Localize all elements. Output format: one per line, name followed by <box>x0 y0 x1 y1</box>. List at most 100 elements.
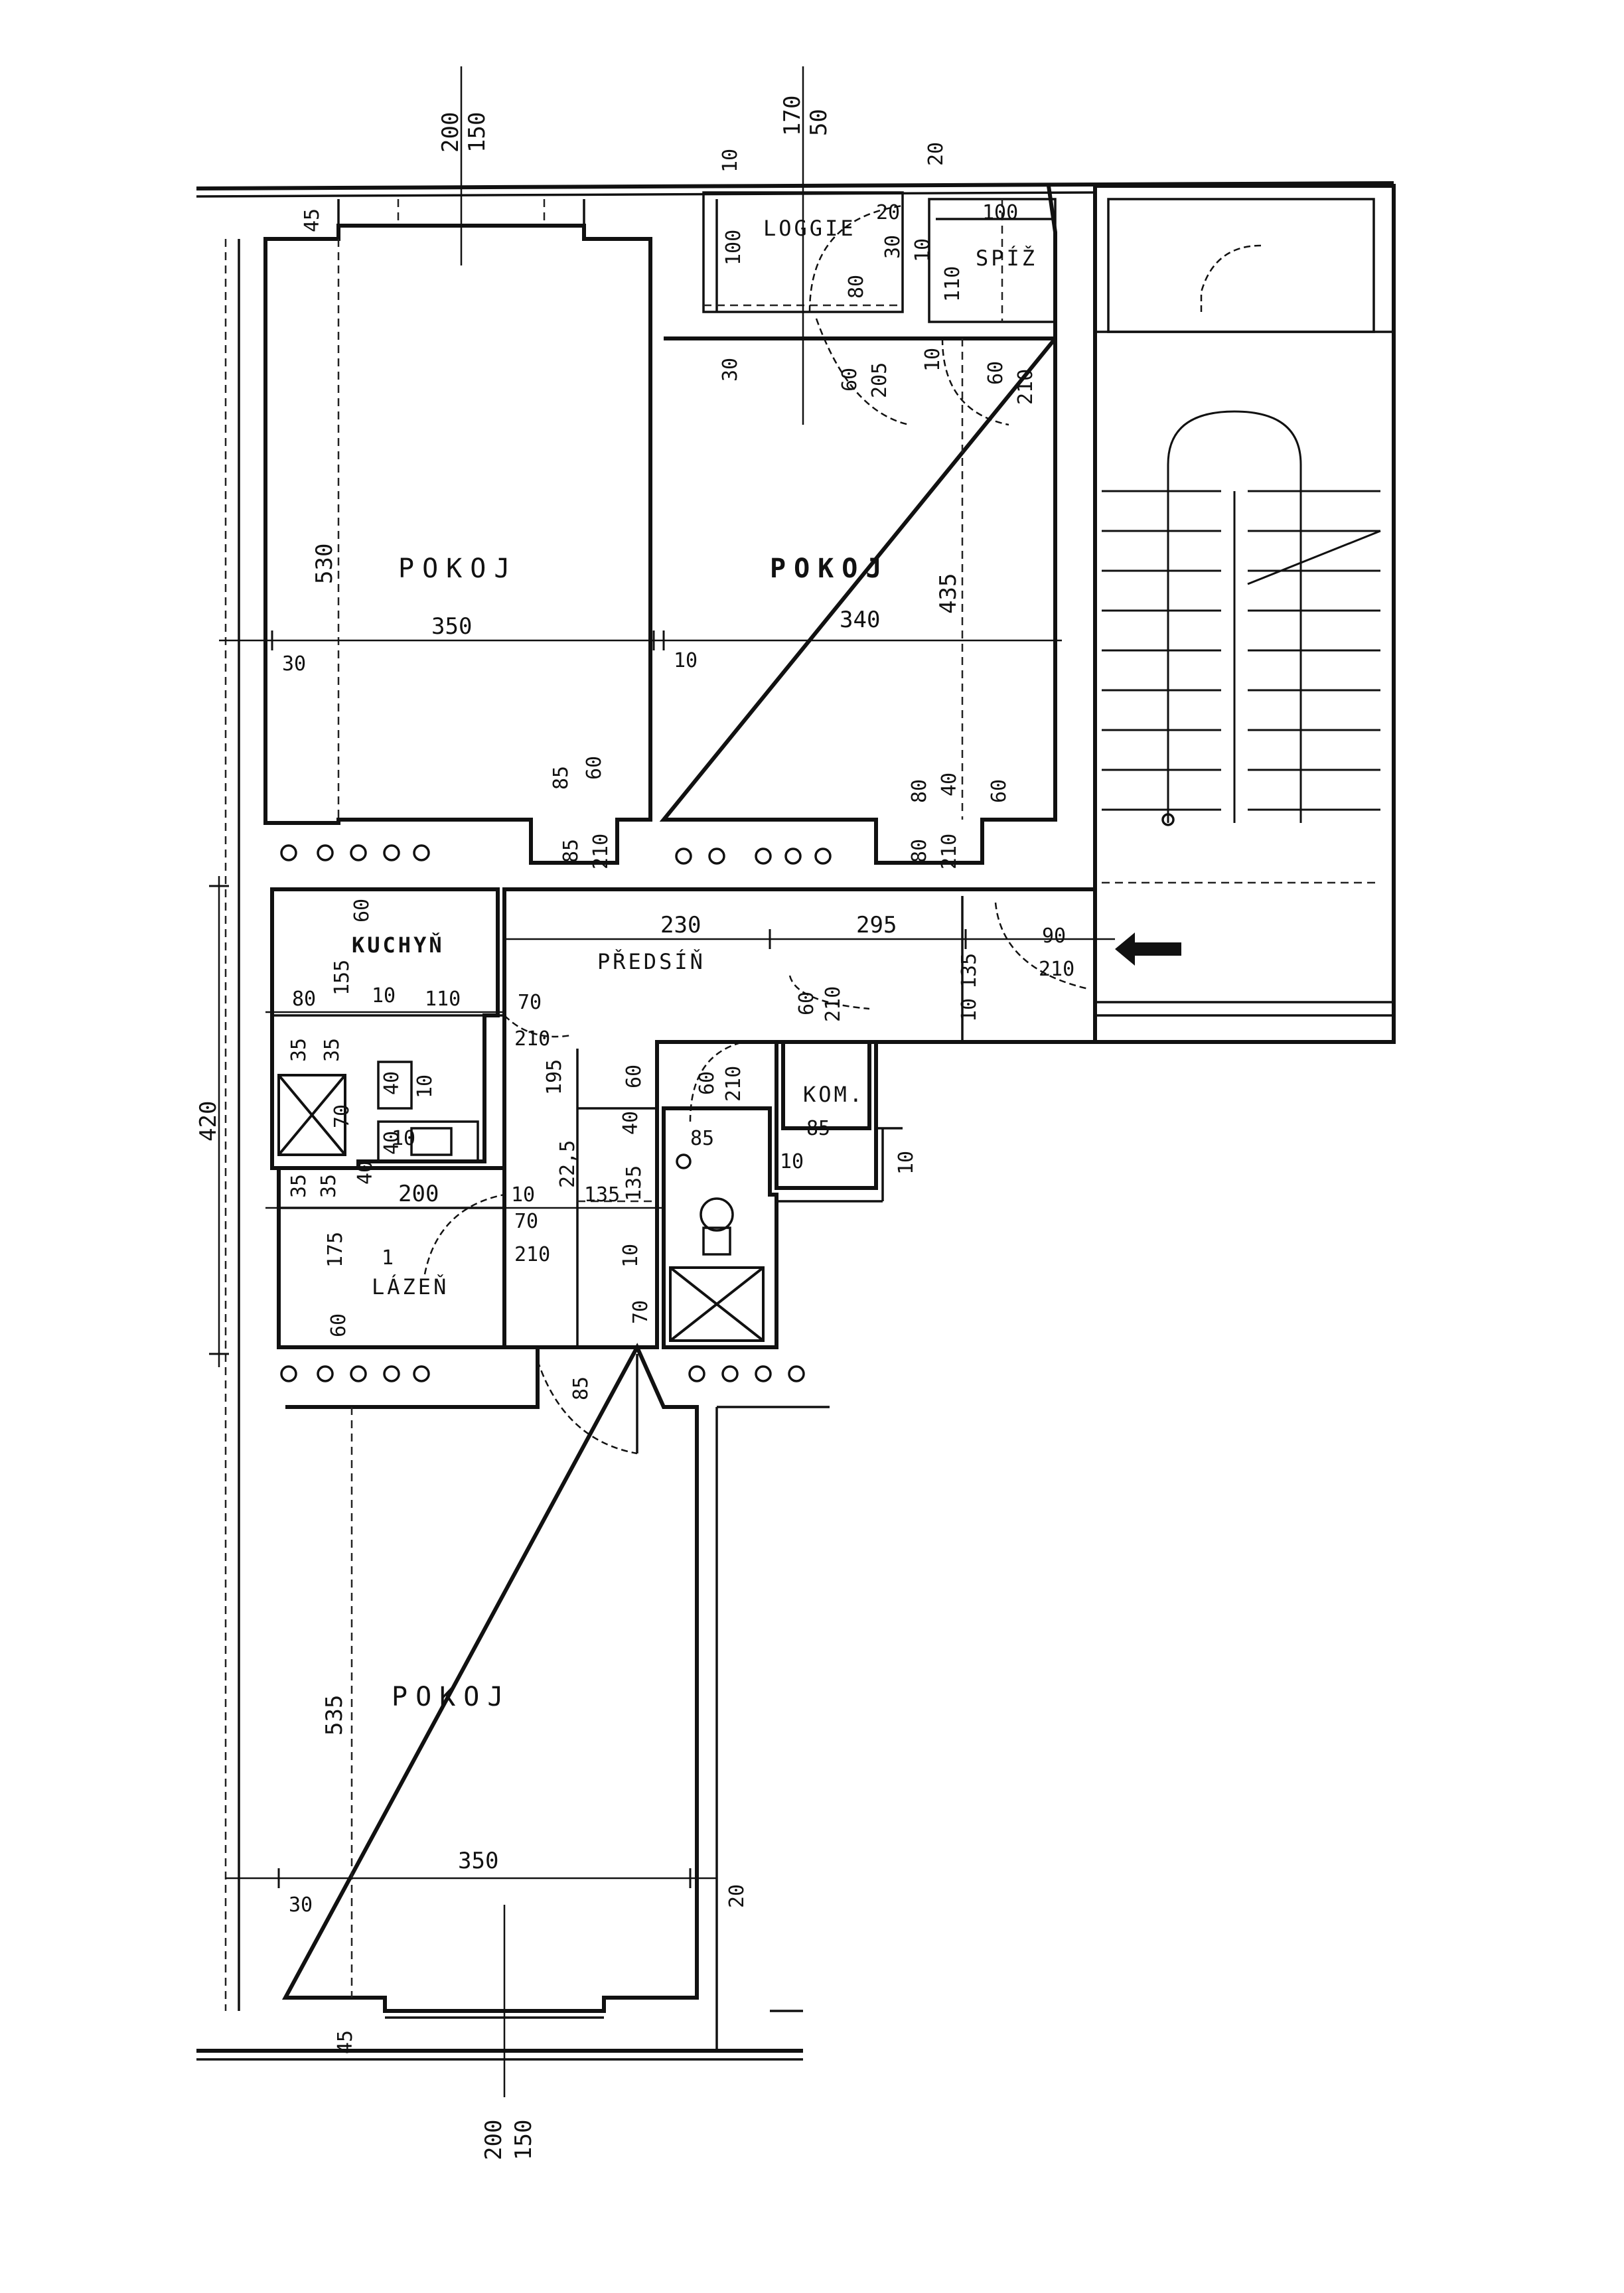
dim-entry-90: 90 <box>1042 925 1066 948</box>
dim-top-loggie-b: 50 <box>806 109 832 136</box>
dim-wc-door-210: 210 <box>722 1066 745 1102</box>
dim-door-10: 10 <box>921 348 944 372</box>
dim-door-205: 205 <box>868 362 891 398</box>
dim-bath-10: 10 <box>511 1183 535 1207</box>
dim-kitchen-155: 155 <box>331 960 354 996</box>
dim-spiz-door-60: 60 <box>984 361 1007 385</box>
dim-left-420: 420 <box>195 1101 222 1142</box>
label-spiz: SPÍŽ <box>976 246 1037 271</box>
dim-room3-wall: 30 <box>289 1893 313 1917</box>
dim-loggie-100: 100 <box>722 230 745 265</box>
corridor-middle <box>576 1049 657 1347</box>
dim-kitchen-210: 210 <box>514 1027 550 1051</box>
label-pokoj-bottom: POKOJ <box>392 1682 511 1712</box>
dim-hall-60: 60 <box>623 1065 646 1088</box>
dim-hall-225: 22,5 <box>556 1140 579 1188</box>
dim-sink-40b: 40 <box>380 1131 404 1155</box>
dim-top-loggie-a: 170 <box>779 96 806 136</box>
dim-bottom-window-b: 150 <box>510 2120 537 2160</box>
dim-wc-10: 10 <box>619 1244 642 1268</box>
dim-kitchen-35a: 35 <box>287 1038 311 1062</box>
dim-room3-height: 535 <box>321 1695 348 1736</box>
dim-room1-height: 530 <box>311 544 338 584</box>
dim-loggie-30: 30 <box>719 358 742 382</box>
dim-door2-210: 210 <box>938 834 961 869</box>
dim-wall-45-bottom: 45 <box>334 2030 357 2054</box>
dim-bath-135b: 135 <box>623 1165 646 1201</box>
dim-hall-40: 40 <box>619 1111 642 1135</box>
label-pokoj-top-left: POKOJ <box>398 554 518 584</box>
dim-room2-height: 435 <box>935 573 962 614</box>
dim-kitchen-40: 40 <box>354 1161 377 1185</box>
dim-spiz-110: 110 <box>941 266 964 302</box>
label-lazen-marker: 1 <box>382 1246 394 1270</box>
dim-bath-35a: 35 <box>287 1174 311 1198</box>
dim-hall-135: 135 <box>958 953 981 989</box>
dim-top-window-a: 200 <box>437 112 464 153</box>
dim-bath-60: 60 <box>327 1313 350 1337</box>
dim-kitchen-110: 110 <box>425 988 461 1011</box>
dim-kitchen-70: 70 <box>518 991 542 1014</box>
label-loggie: LOGGIE <box>763 216 856 241</box>
dim-loggie-20: 20 <box>876 201 900 224</box>
dim-wc-70: 70 <box>629 1300 652 1324</box>
room-pokoj-bottom <box>281 1343 830 2051</box>
dim-kitchen-10: 10 <box>372 984 396 1007</box>
dim-kitchen-70b: 70 <box>331 1104 354 1128</box>
dim-bath-70: 70 <box>514 1210 538 1233</box>
dim-bath-200: 200 <box>398 1181 439 1207</box>
dim-door-60: 60 <box>838 368 861 392</box>
label-kom: KOM. <box>803 1082 865 1107</box>
room-pokoj-top-left <box>263 199 652 865</box>
dim-room3-20: 20 <box>725 1884 749 1908</box>
room-labels: POKOJ POKOJ POKOJ LOGGIE SPÍŽ KUCHYŇ PŘE… <box>352 216 1037 1712</box>
dimension-labels: 200 150 170 50 10 20 45 100 30 20 100 30… <box>195 96 1074 2160</box>
wc <box>662 1106 778 1349</box>
dim-room3-width: 350 <box>458 1848 498 1874</box>
staircase <box>1093 184 1396 1044</box>
dim-door1-top-85: 85 <box>550 766 573 790</box>
dim-room1-width: 350 <box>431 613 472 640</box>
dim-door3-85: 85 <box>569 1376 593 1400</box>
spiz <box>928 198 1057 426</box>
dim-bottom-window-a: 200 <box>480 2120 507 2160</box>
dim-hall-295: 295 <box>856 912 897 938</box>
dim-kom-door-210: 210 <box>822 986 845 1022</box>
dim-kom-85: 85 <box>806 1117 830 1140</box>
dim-door1-210: 210 <box>589 834 613 869</box>
dim-sink-40: 40 <box>380 1071 404 1095</box>
dim-hall-10: 10 <box>958 998 981 1022</box>
dim-kom-10b: 10 <box>895 1151 918 1175</box>
kom <box>775 1040 903 1203</box>
dim-door-80: 80 <box>845 275 868 299</box>
dim-wc-85: 85 <box>690 1127 714 1150</box>
dim-sink-10: 10 <box>413 1074 437 1098</box>
dim-wall-45-top: 45 <box>301 208 324 232</box>
label-lazen: LÁZEŇ <box>372 1274 449 1299</box>
dim-door1-85: 85 <box>559 839 583 863</box>
dim-kitchen-35b: 35 <box>321 1038 344 1062</box>
dim-door2-80: 80 <box>908 839 931 863</box>
dim-spiz-door-210: 210 <box>1014 369 1037 405</box>
dim-room1-wall: 30 <box>282 652 306 676</box>
dim-room2-width: 340 <box>840 607 880 633</box>
dim-sink-10b: 10 <box>392 1127 415 1150</box>
dim-door2-top-40: 40 <box>938 773 961 796</box>
dimension-lines <box>209 66 1062 2097</box>
dim-door1-top-60: 60 <box>583 756 606 780</box>
label-predsin: PŘEDSÍŇ <box>597 949 705 974</box>
label-kuchyn: KUCHYŇ <box>352 932 445 958</box>
predsin <box>502 887 1115 1349</box>
dim-kom-10a: 10 <box>780 1150 804 1173</box>
dim-kitchen-195: 195 <box>543 1059 566 1095</box>
label-pokoj-top-right: POKOJ <box>770 554 889 584</box>
dim-door2-60: 60 <box>988 779 1011 803</box>
dim-top-spiz-20: 20 <box>924 142 948 166</box>
chimney-circles <box>280 844 832 1382</box>
dim-kom-door-60: 60 <box>795 992 818 1015</box>
dim-kitchen-80: 80 <box>292 988 316 1011</box>
facade-lines <box>196 181 1394 2061</box>
dim-wc-door-60: 60 <box>696 1071 719 1095</box>
dim-bath-135a: 135 <box>584 1183 620 1207</box>
